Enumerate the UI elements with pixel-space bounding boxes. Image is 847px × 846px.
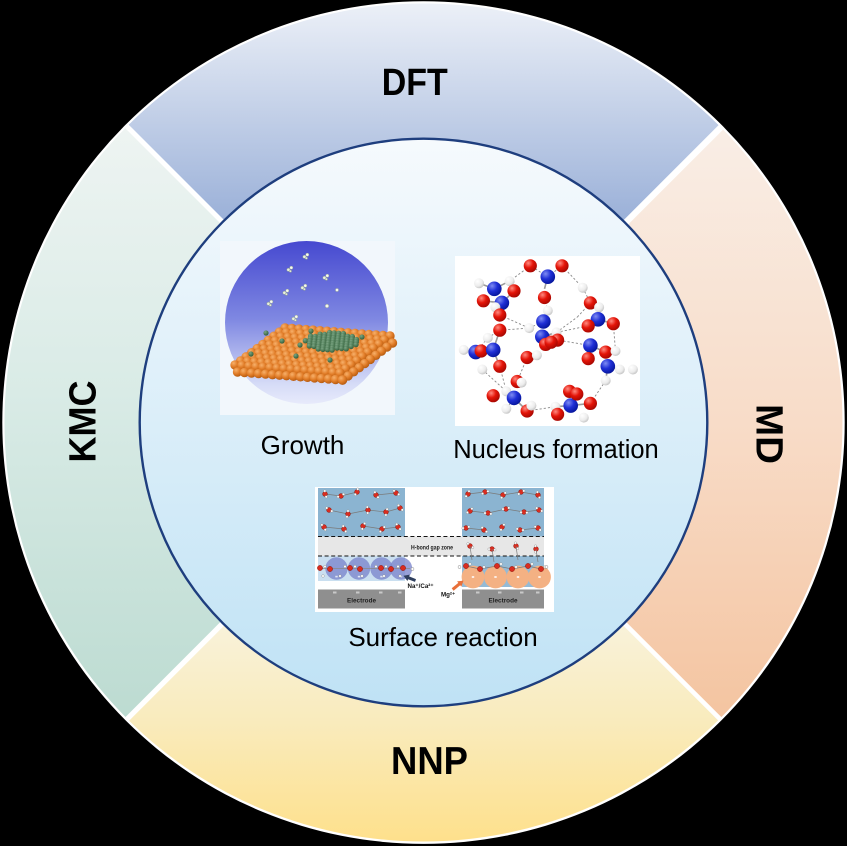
svg-text:Surface reaction: Surface reaction <box>348 622 537 652</box>
svg-text:NNP: NNP <box>391 740 468 783</box>
svg-text:H-bond gap zone: H-bond gap zone <box>411 546 454 552</box>
svg-text:Nucleus formation: Nucleus formation <box>453 436 659 464</box>
svg-text:Electrode: Electrode <box>347 598 376 605</box>
svg-text:KMC: KMC <box>62 381 104 463</box>
svg-text:Mg²⁺: Mg²⁺ <box>441 592 455 599</box>
svg-text:Na⁺/Ca²⁺: Na⁺/Ca²⁺ <box>408 583 434 590</box>
svg-text:Growth: Growth <box>261 430 345 460</box>
svg-text:Electrode: Electrode <box>489 598 518 605</box>
svg-text:MD: MD <box>747 404 789 464</box>
svg-text:DFT: DFT <box>382 62 448 104</box>
